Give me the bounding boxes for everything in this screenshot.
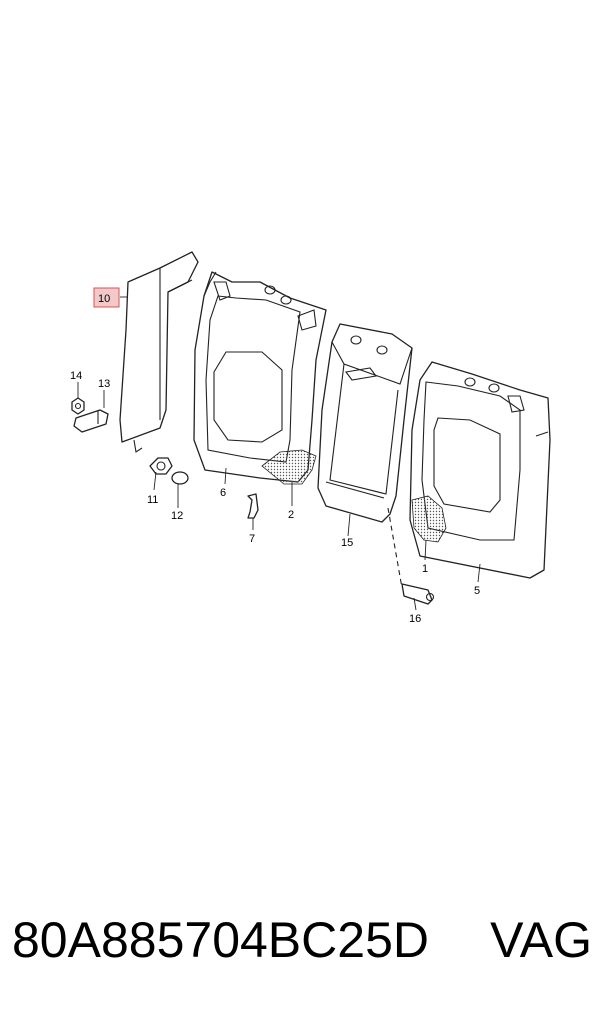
part-1-felt-pad[interactable]	[411, 495, 447, 543]
callout-13[interactable]: 13	[98, 378, 110, 390]
callout-10[interactable]: 10	[98, 293, 110, 305]
callout-7[interactable]: 7	[249, 533, 255, 545]
callout-6[interactable]: 6	[220, 487, 226, 499]
part-16-bolt[interactable]	[401, 583, 435, 605]
alignment-line	[387, 507, 403, 589]
part-number: 80A885704BC25D	[12, 912, 429, 968]
part-2-felt-pad[interactable]	[261, 449, 317, 485]
part-5-backrest-pad-right[interactable]	[409, 361, 551, 579]
callout-10-highlight	[93, 287, 120, 308]
part-13-clip[interactable]	[73, 409, 109, 433]
brand-name: VAG	[490, 912, 592, 968]
callout-12[interactable]: 12	[171, 510, 183, 522]
leader-lines	[77, 296, 481, 611]
caption: 80A885704BC25D VAG	[12, 905, 592, 975]
callout-5[interactable]: 5	[474, 585, 480, 597]
part-15-center-section[interactable]	[317, 323, 413, 523]
part-10-side-trim[interactable]	[119, 251, 199, 453]
part-11-grommet[interactable]	[149, 457, 173, 475]
callout-2[interactable]: 2	[288, 509, 294, 521]
exploded-parts-diagram: 10 14 13 11 12 6 7 2 15 1 5 16	[70, 251, 551, 625]
callout-14[interactable]: 14	[70, 370, 82, 382]
part-7-hook[interactable]	[247, 493, 259, 519]
callout-15[interactable]: 15	[341, 537, 353, 549]
callout-1[interactable]: 1	[422, 563, 428, 575]
part-14-nut[interactable]	[71, 397, 85, 415]
part-12-cap[interactable]	[171, 471, 189, 485]
part-6-backrest-pad-left[interactable]	[193, 271, 327, 483]
callout-16[interactable]: 16	[409, 613, 421, 625]
callout-11[interactable]: 11	[147, 494, 158, 506]
